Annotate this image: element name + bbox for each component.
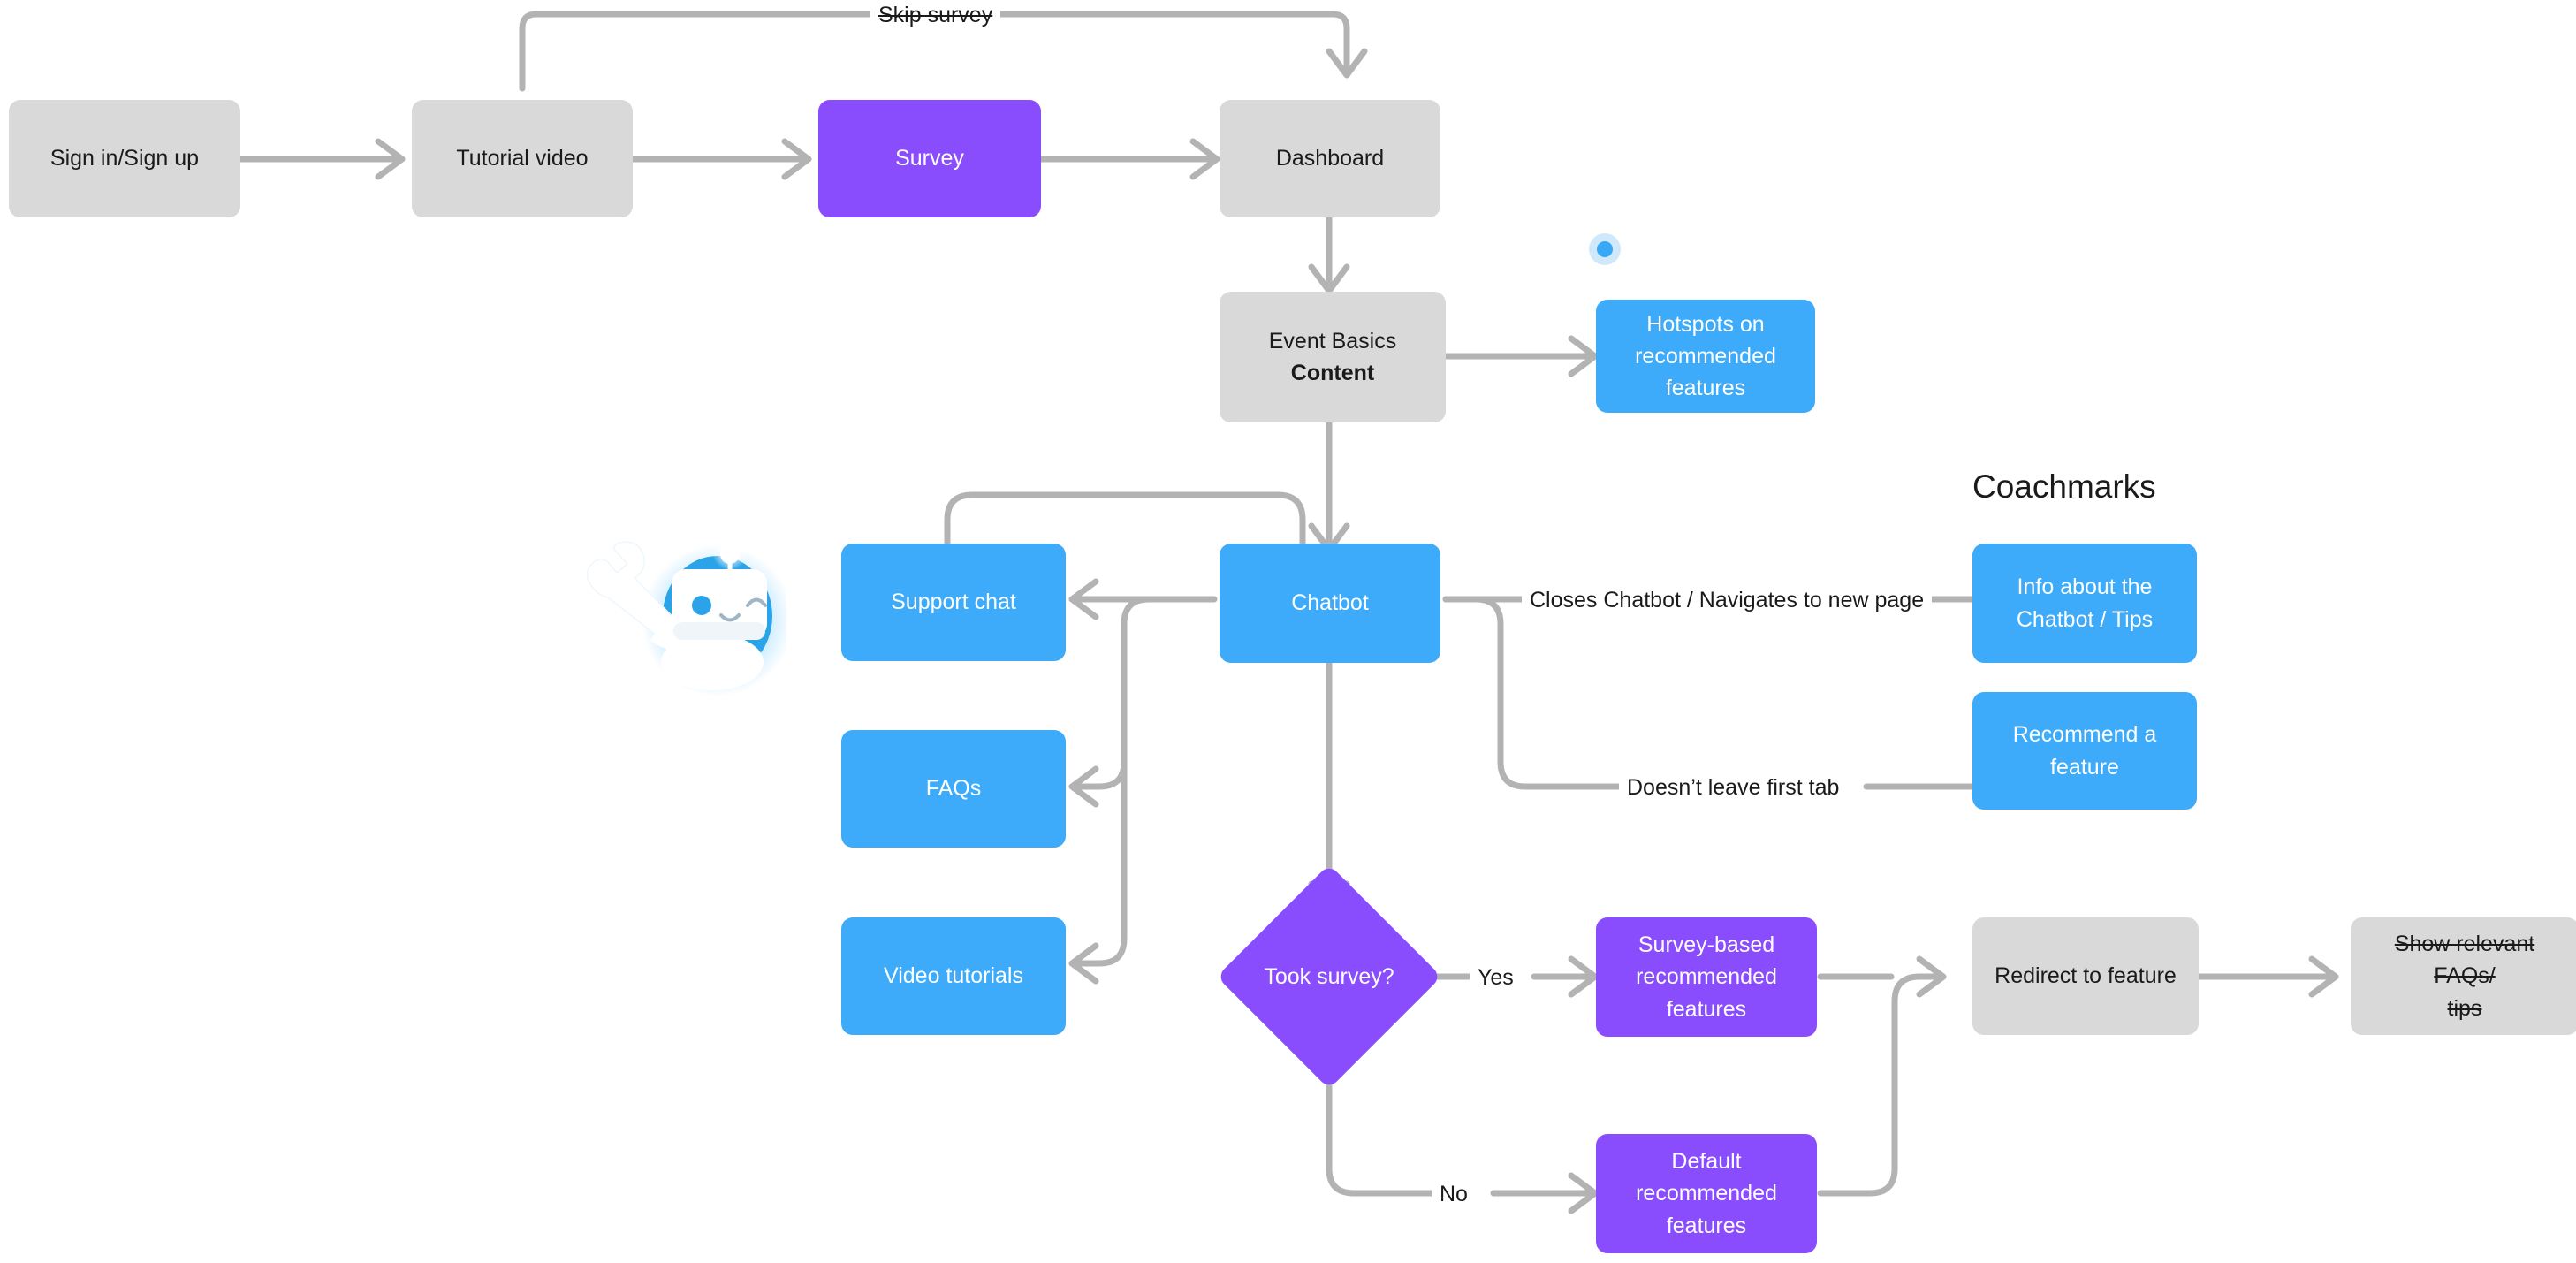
edge-chatbot-left-rail	[944, 491, 1306, 605]
edge-survey-to-dashboard	[1037, 138, 1220, 180]
edge-dashboard-to-eventbasics	[1308, 213, 1350, 294]
chatbot-robot-mascot-icon	[586, 535, 786, 696]
edge-chatbot-branch-trunk-lower	[1068, 620, 1128, 985]
node-label: Redirect to feature	[1995, 963, 2177, 989]
node-label: Info about the Chatbot / Tips	[2016, 574, 2154, 632]
node-survey-based-recommended-features[interactable]: Survey-based recommended features	[1596, 917, 1817, 1037]
edge-eventbasics-to-hotspots	[1442, 335, 1599, 377]
node-video-tutorials[interactable]: Video tutorials	[841, 917, 1066, 1035]
node-survey[interactable]: Survey	[818, 100, 1041, 217]
node-label: Chatbot	[1291, 590, 1369, 616]
node-show-relevant-faqs-tips[interactable]: Show relevant FAQs/ tips	[2351, 917, 2576, 1035]
hotspot-core	[1597, 241, 1613, 257]
node-label-line1: Show relevant FAQs/	[2394, 932, 2535, 989]
node-label: Support chat	[891, 590, 1016, 615]
node-dashboard[interactable]: Dashboard	[1220, 100, 1440, 217]
node-redirect-to-feature[interactable]: Redirect to feature	[1972, 917, 2199, 1035]
node-label-line1: Event Basics	[1268, 328, 1397, 354]
edge-label-closes-chatbot: Closes Chatbot / Navigates to new page	[1522, 587, 1933, 613]
node-took-survey-decision[interactable]: Took survey?	[1216, 864, 1442, 1090]
edge-recommendations-to-redirect	[1817, 955, 1947, 1197]
node-label: Survey-based recommended features	[1636, 932, 1777, 1022]
node-label-line2: tips	[2447, 995, 2482, 1021]
node-sign-in-sign-up[interactable]: Sign in/Sign up	[9, 100, 240, 217]
edge-signin-to-tutorial	[237, 138, 406, 180]
node-label-line2: Content	[1290, 361, 1375, 385]
node-label: Tutorial video	[456, 146, 589, 171]
edge-redirect-to-faqs	[2195, 955, 2339, 998]
node-label: Survey	[895, 146, 964, 171]
node-label: Dashboard	[1275, 146, 1385, 171]
node-label: Default recommended features	[1636, 1149, 1777, 1238]
edge-label-skip-survey: Skip survey	[870, 2, 1001, 28]
node-event-basics-content[interactable]: Event Basics Content	[1220, 292, 1446, 422]
edge-chatbot-to-coachmarks-split	[1442, 596, 1626, 790]
node-label: Sign in/Sign up	[49, 146, 200, 171]
node-tutorial-video[interactable]: Tutorial video	[412, 100, 633, 217]
edge-eventbasics-to-chatbot	[1308, 419, 1350, 553]
node-label: Recommend a feature	[2012, 722, 2157, 780]
node-label: Hotspots on recommended features	[1635, 311, 1776, 401]
node-hotspots-on-recommended-features[interactable]: Hotspots on recommended features	[1596, 300, 1815, 413]
node-info-about-the-chatbot-tips[interactable]: Info about the Chatbot / Tips	[1972, 544, 2197, 663]
edge-chatbot-branch-trunk	[1068, 596, 1152, 808]
edge-label-no: No	[1432, 1181, 1476, 1207]
edge-tutorial-to-survey	[629, 138, 812, 180]
node-support-chat[interactable]: Support chat	[841, 544, 1066, 661]
node-label: Video tutorials	[884, 963, 1023, 989]
section-heading-coachmarks: Coachmarks	[1972, 468, 2156, 505]
edge-label-yes: Yes	[1470, 964, 1522, 991]
node-faqs[interactable]: FAQs	[841, 730, 1066, 848]
node-default-recommended-features[interactable]: Default recommended features	[1596, 1134, 1817, 1253]
edge-label-doesnt-leave-first-tab: Doesn’t leave first tab	[1619, 774, 1848, 801]
node-label: FAQs	[925, 776, 982, 802]
node-recommend-a-feature[interactable]: Recommend a feature	[1972, 692, 2197, 810]
edge-tooksurvey-no	[1326, 1048, 1599, 1214]
hotspot-dot-icon	[1589, 233, 1621, 265]
node-label: Took survey?	[1264, 963, 1394, 989]
node-chatbot[interactable]: Chatbot	[1220, 544, 1440, 663]
